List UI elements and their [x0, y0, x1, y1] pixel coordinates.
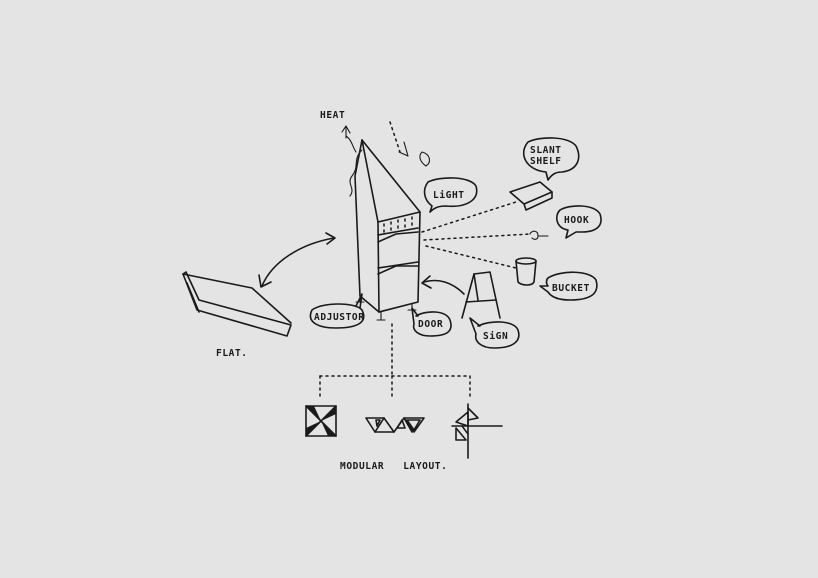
slant-shelf-bubble	[522, 137, 580, 181]
adjustor-bubble	[309, 293, 365, 329]
fold-arrow	[258, 232, 336, 288]
flat-label: FLAT.	[216, 348, 248, 359]
sign-bubble	[469, 317, 520, 349]
heat-label: HEAT	[320, 110, 345, 121]
heat-arrow	[341, 125, 363, 197]
door-label: DOOR	[418, 319, 443, 330]
modular-layout-label: MODULAR LAYOUT.	[340, 461, 447, 472]
layout-row-icon	[365, 417, 425, 433]
tower-unit	[354, 139, 421, 321]
flat-panel	[182, 271, 292, 337]
hook	[529, 230, 549, 240]
door-bubble	[411, 307, 452, 337]
layout-cross-icon	[451, 403, 503, 459]
rain-arrow	[389, 121, 431, 167]
bucket	[515, 257, 537, 286]
hook-label: HOOK	[564, 215, 589, 226]
accessory-rays	[421, 201, 531, 269]
light-label: LiGHT	[433, 190, 465, 201]
layout-square-icon	[305, 405, 337, 437]
light-bubble	[423, 177, 478, 213]
sign	[461, 271, 501, 319]
slant-shelf-label-line2: SHELF	[530, 156, 562, 167]
bucket-label: BUCKET	[552, 283, 590, 294]
modular-tree	[319, 323, 471, 399]
hook-bubble	[555, 205, 602, 239]
slant-shelf	[509, 181, 553, 211]
bucket-bubble	[539, 271, 598, 301]
adjustor-label: ADJUSTOR	[314, 312, 365, 323]
slant-shelf-label-line1: SLANT	[530, 145, 562, 156]
sign-label: SiGN	[483, 331, 508, 342]
sign-arrow	[421, 275, 465, 295]
